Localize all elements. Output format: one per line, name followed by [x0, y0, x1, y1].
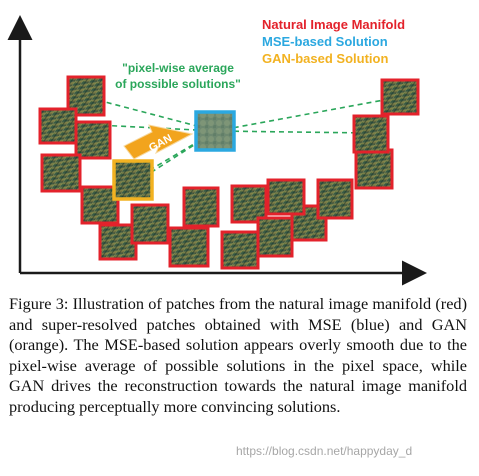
texture-patch-icon — [316, 178, 354, 220]
texture-patch-icon — [40, 153, 82, 193]
annotation-line-2: of possible solutions" — [115, 77, 241, 91]
texture-patch-icon — [256, 216, 294, 258]
texture-patch-icon — [80, 185, 120, 225]
texture-patch-icon — [266, 178, 306, 216]
texture-patch-icon — [182, 186, 220, 228]
annotation-line-1: "pixel-wise average — [122, 61, 234, 75]
mse-patch — [194, 110, 236, 152]
manifold-diagram: GAN — [7, 15, 427, 286]
texture-patch-icon — [220, 230, 260, 270]
legend-item-manifold: Natural Image Manifold — [262, 17, 406, 32]
gan-arrow-icon: GAN — [123, 124, 194, 160]
legend-item-gan: GAN-based Solution — [262, 51, 389, 66]
texture-patch-icon — [130, 203, 170, 245]
texture-patch-icon — [352, 114, 390, 154]
figure-caption: Figure 3: Illustration of patches from t… — [9, 294, 467, 416]
gan-patch — [112, 159, 154, 201]
texture-patch-icon — [380, 78, 420, 116]
texture-patch-icon — [74, 120, 112, 160]
texture-patch-icon — [168, 226, 210, 268]
texture-patch-icon — [38, 107, 78, 145]
legend: Natural Image Manifold MSE-based Solutio… — [262, 16, 405, 67]
watermark: https://blog.csdn.net/happyday_d — [236, 444, 413, 458]
texture-patch-icon — [230, 184, 268, 224]
manifold-patches — [38, 75, 420, 270]
pixel-average-annotation: "pixel-wise average of possible solution… — [78, 60, 278, 92]
texture-patch-icon — [354, 148, 394, 190]
legend-item-mse: MSE-based Solution — [262, 34, 388, 49]
figure-illustration: GAN Natural Image Manifold MSE-based Sol… — [7, 15, 427, 286]
